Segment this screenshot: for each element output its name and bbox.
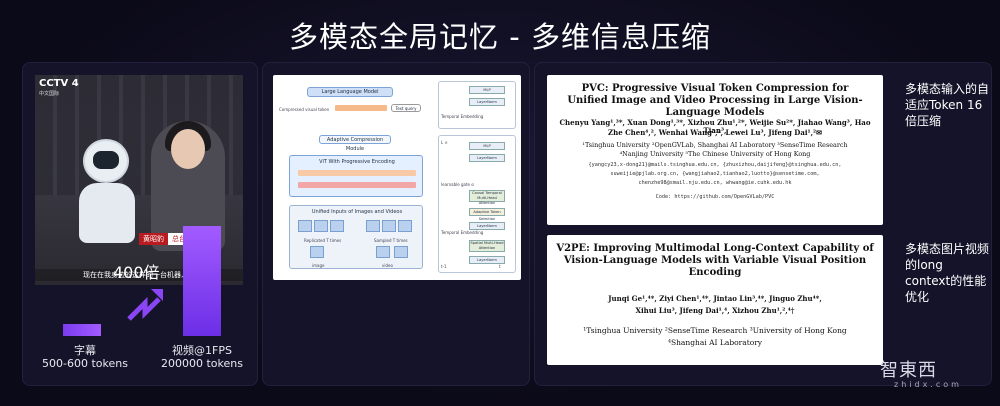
watermark-logo: 智東西 zhidx.com <box>880 356 980 396</box>
temporal-embedding-block: MLP LayerNorm Temporal Embedding <box>438 81 516 129</box>
mlp-block-2: MLP <box>469 142 505 150</box>
robot-body <box>79 183 135 243</box>
video-frame-icon <box>366 220 380 232</box>
pvc-email-2: suweijie@pjlab.org.cn, {wangjiahao2,tian… <box>610 171 820 177</box>
sampled-label: Sampled T times <box>374 238 408 243</box>
v2pe-authors-1: Junqi Ge¹,⁴*, Ziyi Chen¹,⁴*, Jintao Lin³… <box>608 294 822 303</box>
pvc-authors-1: Chenyu Yang¹,³*, Xuan Dong¹,³*, Xizhou Z… <box>559 118 871 135</box>
llm-block: Large Language Model <box>307 87 393 97</box>
name-tag-name: 黄昭豹 <box>139 233 168 245</box>
slide-title: 多模态全局记忆 - 多维信息压缩 <box>289 20 711 54</box>
video-frame-icon <box>382 220 396 232</box>
subtitle-token-bar <box>63 324 101 336</box>
t1-label: t-1 <box>441 264 447 269</box>
video-tokens: 200000 tokens <box>161 357 243 370</box>
subtitle-tokens: 500-600 tokens <box>42 357 128 370</box>
pvc-paper-card: PVC: Progressive Visual Token Compressio… <box>547 75 883 225</box>
acm-block: Adaptive Compression Module <box>319 135 391 152</box>
t-label: t <box>499 264 501 269</box>
video-label: video <box>382 263 393 268</box>
channel-logo: CCTV 4 <box>39 78 79 89</box>
pvc-title-line-1: PVC: Progressive Visual Token Compressio… <box>581 83 849 94</box>
v2pe-affil-1: ¹Tsinghua University ²SenseTime Research… <box>583 326 847 335</box>
image-icon <box>330 220 344 232</box>
pvc-email-3: chenzhe98@smail.nju.edu.cn, whwang@ie.cu… <box>638 180 792 186</box>
v2pe-title-line-1: V2PE: Improving Multimodal Long-Context … <box>556 243 874 254</box>
progressive-encoder-block: L × MLP LayerNorm learnable gate α Causa… <box>438 135 516 273</box>
architecture-diagram: Large Language Model Compressed visual t… <box>273 75 521 280</box>
compressed-tokens <box>335 105 387 111</box>
v2pe-paper-card: V2PE: Improving Multimodal Long-Context … <box>547 235 883 365</box>
vit-tokens-bottom <box>298 182 416 188</box>
layernorm-block-4: LayerNorm <box>469 256 505 264</box>
inputs-label: Unified Inputs of Images and Videos <box>311 209 403 215</box>
pvc-affil-1: ¹Tsinghua University ²OpenGVLab, Shangha… <box>582 141 848 149</box>
pvc-email-1: {yangcy23,x-dong21}@mails.tsinghua.edu.c… <box>588 162 842 168</box>
architecture-panel: Large Language Model Compressed visual t… <box>262 62 530 386</box>
vit-label: ViT With Progressive Encoding <box>319 159 395 165</box>
subtitle-name: 字幕 <box>74 344 96 357</box>
tpe-label: Temporal Embedding <box>441 114 484 119</box>
vit-tokens-top <box>298 170 416 176</box>
video-frame-icon <box>398 220 412 232</box>
pvc-affil-2: ⁴Nanjing University ⁵The Chinese Univers… <box>619 150 811 158</box>
layernorm-block-2: LayerNorm <box>469 154 505 162</box>
watermark-main: 智東西 <box>880 360 937 381</box>
pvc-title: PVC: Progressive Visual Token Compressio… <box>547 83 883 119</box>
image-icon <box>314 220 328 232</box>
v2pe-title: V2PE: Improving Multimodal Long-Context … <box>547 243 883 279</box>
video-frame-icon <box>394 246 408 258</box>
adaptive-block: Adaptive Token Selection <box>469 208 505 221</box>
v2pe-affil-2: ⁴Shanghai AI Laboratory <box>667 338 763 347</box>
multiplier-label: 400倍 <box>113 263 160 282</box>
compressed-label: Compressed visual token <box>279 107 330 112</box>
video-label: 视频@1FPS 200000 tokens <box>147 344 257 370</box>
subtitle-label: 字幕 500-600 tokens <box>35 344 135 370</box>
video-name: 视频@1FPS <box>172 344 232 357</box>
pvc-title-line-2: Unified Image and Video Processing in La… <box>567 95 863 118</box>
replicated-label: Replicated T times <box>304 238 342 243</box>
v2pe-note: 多模态图片视频的long context的性能优化 <box>905 242 990 304</box>
text-query-box: Text query <box>391 104 421 112</box>
image-label: image <box>312 263 325 268</box>
v2pe-authors-2: Xihui Liu³, Jifeng Dai¹,⁴, Xizhou Zhu¹,²… <box>635 306 795 315</box>
tpe-label-2: Temporal Embedding <box>441 230 484 235</box>
image-icon <box>298 220 312 232</box>
pvc-code-link[interactable]: Code: https://github.com/OpenGVLab/PVC <box>655 194 775 200</box>
learnable-gate-label: learnable gate α <box>441 182 474 187</box>
layernorm-block-3: LayerNorm <box>469 222 505 230</box>
spatial-attn-block: Spatial Multi-Head Attention <box>469 240 505 252</box>
video-frame-icon <box>376 246 390 258</box>
robot-face <box>93 151 119 169</box>
robot-head <box>83 139 129 183</box>
inputs-block: Unified Inputs of Images and Videos Repl… <box>289 205 423 269</box>
image-icon <box>310 246 324 258</box>
l-times-label: L × <box>441 140 448 145</box>
v2pe-title-line-2: Vision-Language Models with Variable Vis… <box>563 255 867 278</box>
arrow-up-right-icon <box>127 289 163 321</box>
reporter-face <box>171 129 205 169</box>
diagram-main: Large Language Model Compressed visual t… <box>279 81 429 273</box>
token-comparison-panel: CCTV 4 中文国际 黄昭豹 总台记者 现在在我身边的这样的一台机器人呢 40… <box>22 62 258 386</box>
watermark-sub: zhidx.com <box>894 380 962 389</box>
papers-panel: PVC: Progressive Visual Token Compressio… <box>534 62 992 386</box>
causal-attn-block: Causal Temporal Multi-Head Attention <box>469 190 505 205</box>
news-video-frame: CCTV 4 中文国际 黄昭豹 总台记者 现在在我身边的这样的一台机器人呢 <box>35 75 243 285</box>
mlp-block: MLP <box>469 86 505 94</box>
channel-sub: 中文国际 <box>39 91 60 97</box>
pvc-authors-2: Zhe Chen⁴,², Wenhai Wang⁵,², Lewei Lu³, … <box>608 128 822 137</box>
video-token-bar <box>183 226 221 336</box>
layernorm-block: LayerNorm <box>469 98 505 106</box>
vit-block: ViT With Progressive Encoding <box>289 155 423 197</box>
pvc-note: 多模态输入的自适应Token 16倍压缩 <box>905 82 990 128</box>
